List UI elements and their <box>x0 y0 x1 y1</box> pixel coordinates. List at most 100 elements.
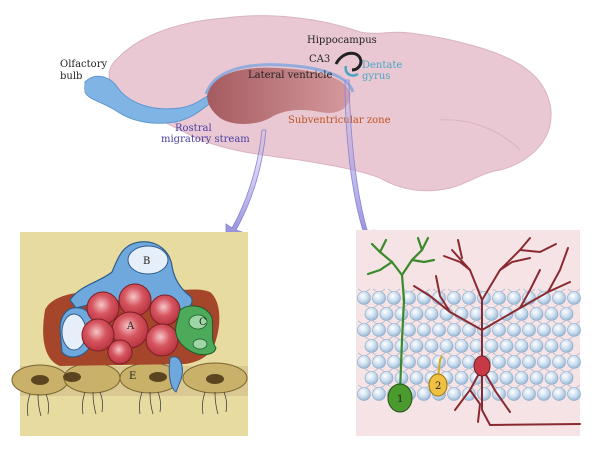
neuron-2-body <box>428 373 448 397</box>
olfactory-bulb-label: Olfactory bulb <box>60 59 110 82</box>
granule-cell <box>417 387 431 401</box>
cell-a-cluster <box>81 283 181 365</box>
granule-cell <box>439 339 454 353</box>
cell-b-label: B <box>143 256 150 267</box>
granule-cell <box>552 291 566 305</box>
granule-cell <box>409 371 424 385</box>
hippocampus-label: Hippocampus <box>307 35 377 46</box>
granule-cell <box>529 307 544 321</box>
dentate-gyrus-region <box>344 65 359 77</box>
granule-cell <box>484 307 499 321</box>
granule-cell <box>544 339 559 353</box>
granule-cell <box>417 291 431 305</box>
granule-cell <box>559 371 574 385</box>
granule-cell <box>544 371 559 385</box>
granule-cell <box>484 339 499 353</box>
cell-e-label: E <box>129 371 136 382</box>
subventricular-zone-label: Subventricular zone <box>288 115 391 126</box>
olfactory-bulb-shape <box>84 78 112 98</box>
immature-neuron-1 <box>366 236 436 394</box>
granule-cell <box>409 307 424 321</box>
granule-cell <box>379 307 394 321</box>
granule-cell <box>364 339 379 353</box>
granule-cell <box>424 339 439 353</box>
granule-cell <box>552 387 566 401</box>
neuron-1-body <box>387 383 413 413</box>
sagittal-brain: Olfactory bulb Hippocampus CA3 Lateral v… <box>60 15 552 192</box>
granule-cell <box>544 307 559 321</box>
granule-cell <box>387 355 401 369</box>
granule-cell <box>372 291 386 305</box>
neuron-1-label: 1 <box>397 394 403 405</box>
subventricular-zone-outline <box>204 63 355 95</box>
lateral-ventricle <box>207 67 351 124</box>
dentate-gyrus-label: Dentate gyrus <box>362 60 405 82</box>
granule-cell <box>447 323 461 337</box>
granule-cell <box>447 355 461 369</box>
granule-cell <box>567 387 581 401</box>
rostral-migratory-stream-label: Rostral migratory stream <box>161 123 250 145</box>
lateral-ventricle-label: Lateral ventricle <box>248 70 332 81</box>
granule-cell <box>402 355 416 369</box>
granule-cell <box>372 323 386 337</box>
granule-cell <box>499 339 514 353</box>
granule-cell <box>379 339 394 353</box>
granule-cell <box>492 355 506 369</box>
granule-cell <box>387 323 401 337</box>
ependymal-layer <box>11 362 248 417</box>
granule-cell <box>402 291 416 305</box>
granule-cell <box>507 323 521 337</box>
granule-cell <box>394 307 409 321</box>
granule-cell <box>424 307 439 321</box>
cell-a-label: A <box>126 321 135 332</box>
dentate-gyrus-panel: 1 2 <box>356 230 581 436</box>
granule-cell <box>559 339 574 353</box>
granule-cell <box>402 323 416 337</box>
svz-panel: B A C E <box>11 232 248 436</box>
granule-cell <box>567 323 581 337</box>
granule-cell <box>357 355 371 369</box>
granule-cell <box>409 339 424 353</box>
granule-cell <box>522 323 536 337</box>
granule-cell <box>364 307 379 321</box>
granule-cell <box>417 323 431 337</box>
ca3-region <box>334 51 363 72</box>
granule-cell <box>507 355 521 369</box>
granule-cell <box>522 387 536 401</box>
cerebellum-fold <box>439 119 521 151</box>
granule-cell <box>537 387 551 401</box>
granule-cell <box>364 371 379 385</box>
granule-cell <box>552 355 566 369</box>
granule-cell <box>477 387 491 401</box>
granule-cell <box>514 339 529 353</box>
granule-cell <box>522 355 536 369</box>
granule-cell <box>432 323 446 337</box>
granule-cell <box>537 323 551 337</box>
neuron-2-label: 2 <box>435 381 441 392</box>
granule-cell <box>499 371 514 385</box>
granule-cell <box>357 323 371 337</box>
granule-cell <box>454 339 469 353</box>
granule-cell <box>447 291 461 305</box>
granule-cell <box>529 371 544 385</box>
granule-cell <box>567 291 581 305</box>
granule-cell <box>447 387 461 401</box>
granule-cell <box>372 355 386 369</box>
granule-cell <box>379 371 394 385</box>
granule-cell <box>567 355 581 369</box>
mature-granule-neuron <box>413 237 581 427</box>
granule-cell <box>514 371 529 385</box>
granule-cell <box>357 291 371 305</box>
cell-c-label: C <box>199 317 207 328</box>
granule-cell <box>492 291 506 305</box>
granule-cell <box>507 291 521 305</box>
granule-cell <box>417 355 431 369</box>
granule-cell <box>357 387 371 401</box>
granule-cell <box>462 291 476 305</box>
granule-cell <box>559 307 574 321</box>
granule-cell <box>387 291 401 305</box>
granule-cell <box>372 387 386 401</box>
granule-cell <box>492 323 506 337</box>
granule-cell <box>552 323 566 337</box>
